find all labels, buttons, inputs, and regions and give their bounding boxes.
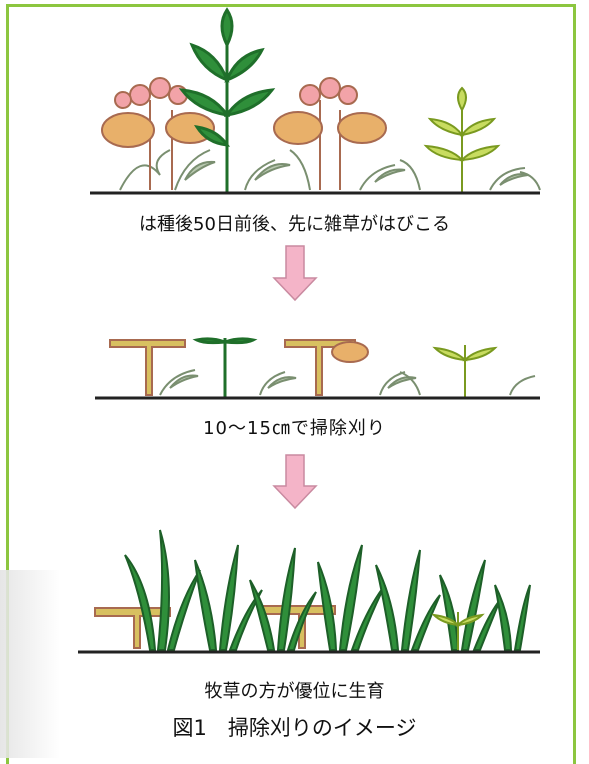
stage3-illustration [78, 529, 540, 654]
down-arrow-icon [272, 245, 318, 302]
stage2-caption: 10～15㎝で掃除刈り [203, 418, 386, 439]
background-shadow [0, 570, 60, 758]
stage1-illustration [90, 7, 541, 195]
stage3-caption: 牧草の方が優位に生育 [204, 681, 385, 702]
down-arrow-icon [272, 454, 318, 510]
stage1-caption: は種後50日前後、先に雑草がはびこる [139, 214, 450, 235]
stage2-illustration [95, 337, 540, 400]
figure-caption: 図1 掃除刈りのイメージ [172, 716, 417, 740]
